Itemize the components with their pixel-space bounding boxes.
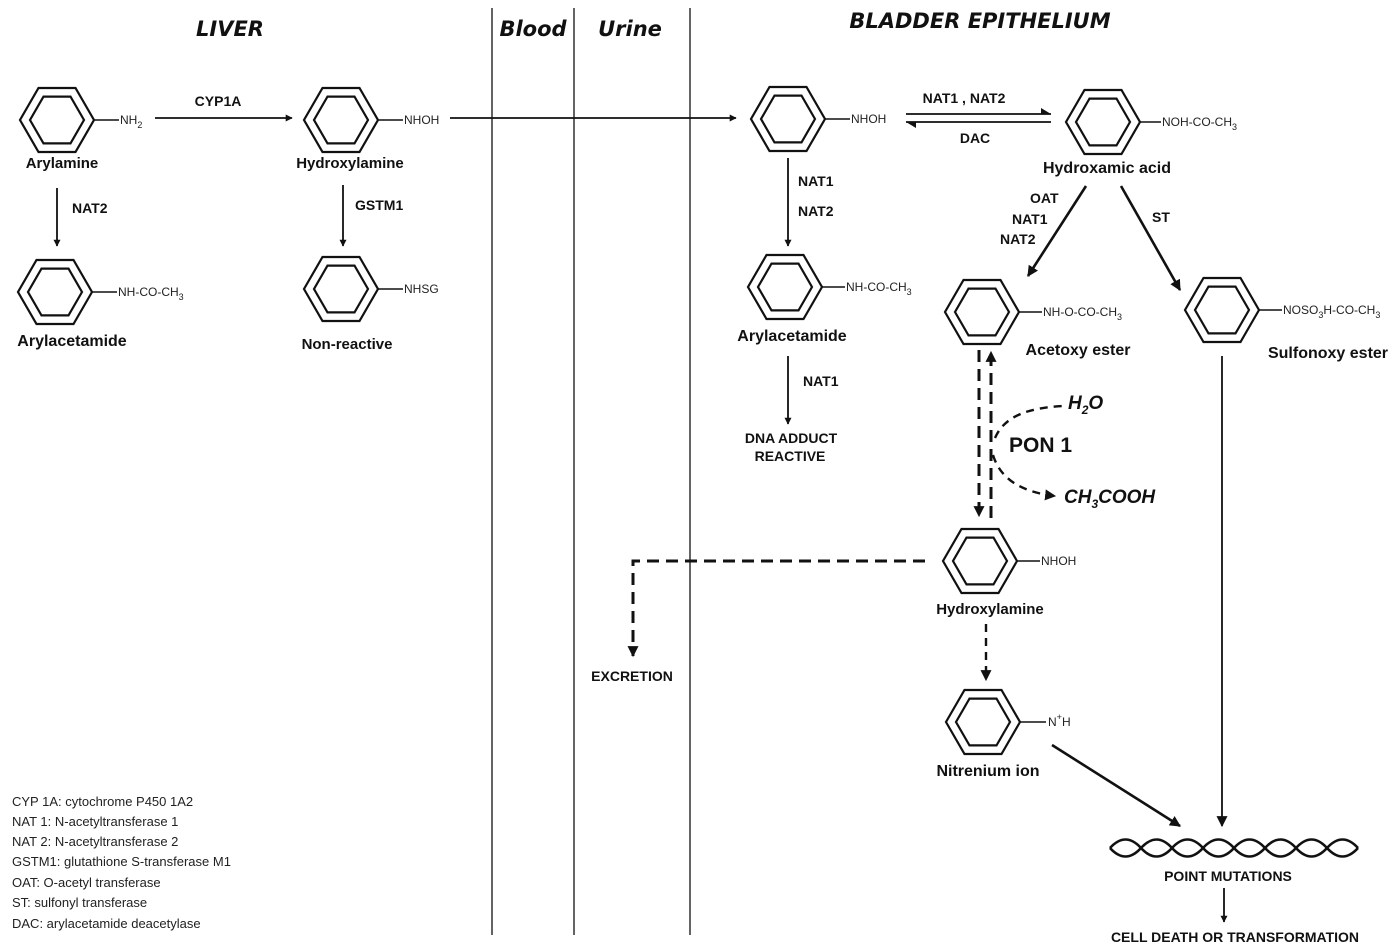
- svg-text:NH-CO-CH3: NH-CO-CH3: [118, 285, 184, 302]
- hydroxamic-acid-molecule: NOH-CO-CH3: [1064, 88, 1237, 156]
- benzene-ring-icon: [941, 527, 1019, 595]
- region-blood: Blood: [499, 17, 567, 41]
- bladder-hydroxylamine-molecule: NHOH: [749, 85, 886, 153]
- svg-text:NOH-CO-CH3: NOH-CO-CH3: [1162, 115, 1237, 132]
- legend-item: DAC: arylacetamide deacetylase: [12, 916, 201, 931]
- excretion-label: EXCRETION: [591, 668, 673, 684]
- oat-label: OAT: [1030, 190, 1059, 206]
- svg-text:NHOH: NHOH: [851, 112, 886, 126]
- hydroxylamine-bladder-label: Hydroxylamine: [936, 601, 1044, 618]
- svg-text:NOSO3H-CO-CH3: NOSO3H-CO-CH3: [1283, 303, 1380, 320]
- benzene-ring-icon: [746, 253, 824, 321]
- sulfonoxy-ester-label: Sulfonoxy ester: [1268, 345, 1388, 362]
- h2o-curve-arrow: [993, 404, 1063, 439]
- point-mutations-label: POINT MUTATIONS: [1164, 868, 1292, 884]
- legend-item: NAT 1: N-acetyltransferase 1: [12, 814, 178, 829]
- nat2-b-label: NAT2: [798, 203, 834, 219]
- arylacetamide-bladder-molecule: NH-CO-CH3: [746, 253, 912, 321]
- nat1-d-label: NAT1: [1012, 211, 1048, 227]
- nat1-b-label: NAT1: [798, 173, 834, 189]
- pon1-label: PON 1: [1009, 434, 1072, 457]
- nonreactive-molecule: NHSG: [302, 255, 439, 323]
- svg-text:NHSG: NHSG: [404, 282, 439, 296]
- nat1-c-label: NAT1: [803, 373, 839, 389]
- legend-item: ST: sulfonyl transferase: [12, 895, 147, 910]
- benzene-ring-icon: [943, 278, 1021, 346]
- ch3cooh-label: CH3COOH: [1064, 487, 1156, 511]
- svg-text:NH-CO-CH3: NH-CO-CH3: [846, 280, 912, 297]
- svg-text:N+H: N+H: [1048, 712, 1071, 729]
- h2o-label: H2O: [1068, 393, 1103, 417]
- nonreactive-label: Non-reactive: [302, 336, 393, 353]
- hydroxylamine-bladder-molecule: NHOH: [941, 527, 1076, 595]
- acetoxy-ester-molecule: NH-O-CO-CH3: [943, 278, 1122, 346]
- legend-item: CYP 1A: cytochrome P450 1A2: [12, 794, 193, 809]
- sulfonoxy-ester-molecule: NOSO3H-CO-CH3: [1183, 276, 1380, 344]
- hydroxamic-acid-label: Hydroxamic acid: [1043, 160, 1171, 177]
- legend-item: GSTM1: glutathione S-transferase M1: [12, 854, 231, 869]
- benzene-ring-icon: [1064, 88, 1142, 156]
- region-urine: Urine: [598, 17, 662, 41]
- arylacetamide-liver-molecule: NH-CO-CH3: [16, 258, 184, 326]
- legend-item: NAT 2: N-acetyltransferase 2: [12, 834, 178, 849]
- acetoxy-ester-label: Acetoxy ester: [1026, 342, 1131, 359]
- benzene-ring-icon: [16, 258, 94, 326]
- svg-text:NH-O-CO-CH3: NH-O-CO-CH3: [1043, 305, 1122, 322]
- gstm1-label: GSTM1: [355, 197, 403, 213]
- svg-text:NH2: NH2: [120, 113, 142, 130]
- st-diagonal-arrow: [1119, 185, 1182, 291]
- svg-text:NHOH: NHOH: [404, 113, 439, 127]
- cyp1a-label: CYP1A: [195, 93, 242, 109]
- legend: CYP 1A: cytochrome P450 1A2 NAT 1: N-ace…: [12, 794, 231, 931]
- dna-adduct-label: DNA ADDUCT: [745, 430, 838, 446]
- arylacetamide-bladder-label: Arylacetamide: [737, 328, 846, 345]
- benzene-ring-icon: [944, 688, 1022, 756]
- nitrenium-ion-molecule: N+H: [944, 688, 1071, 756]
- benzene-ring-icon: [1183, 276, 1261, 344]
- ch3cooh-curve-arrow: [991, 454, 1057, 501]
- st-label: ST: [1152, 209, 1170, 225]
- legend-item: OAT: O-acetyl transferase: [12, 875, 161, 890]
- arylacetamide-liver-label: Arylacetamide: [17, 333, 126, 350]
- benzene-ring-icon: [749, 85, 827, 153]
- nat2-liver-label: NAT2: [72, 200, 108, 216]
- region-bladder-epithelium: BLADDER EPITHELIUM: [849, 9, 1110, 33]
- oat-diagonal-arrow: [1026, 185, 1088, 277]
- region-liver: LIVER: [196, 17, 264, 41]
- nat1-nat2-label: NAT1 , NAT2: [923, 90, 1006, 106]
- nat2-d-label: NAT2: [1000, 231, 1036, 247]
- nitrenium-ion-label: Nitrenium ion: [936, 763, 1039, 780]
- nitrenium-to-dna-arrow: [1051, 743, 1181, 828]
- arylamine-label: Arylamine: [26, 155, 99, 172]
- hydroxylamine-liver-label: Hydroxylamine: [296, 155, 404, 172]
- benzene-ring-icon: [302, 255, 380, 323]
- cell-death-label: CELL DEATH OR TRANSFORMATION: [1111, 929, 1359, 945]
- dac-label: DAC: [960, 130, 990, 146]
- dna-helix-icon: [1109, 838, 1359, 858]
- arylamine-molecule: NH2: [18, 86, 142, 154]
- benzene-ring-icon: [302, 86, 380, 154]
- benzene-ring-icon: [18, 86, 96, 154]
- excretion-arrow: [627, 559, 925, 658]
- svg-text:NHOH: NHOH: [1041, 554, 1076, 568]
- dna-adduct-reactive-label: REACTIVE: [755, 448, 826, 464]
- hydroxylamine-liver-molecule: NHOH: [302, 86, 439, 154]
